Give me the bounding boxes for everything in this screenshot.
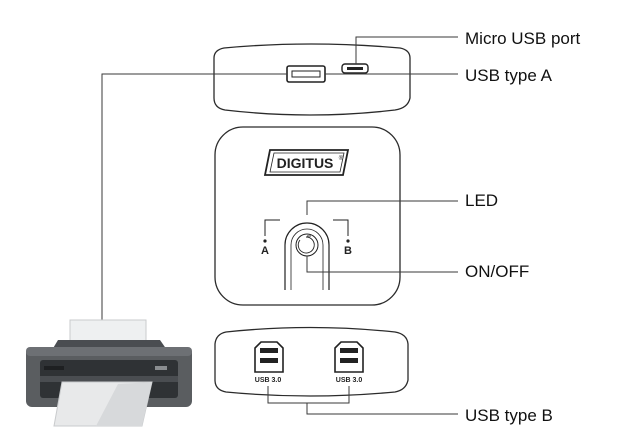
leader-on-off <box>306 256 458 273</box>
leader-usb-type-b <box>267 386 458 415</box>
usb-type-b-port-left: USB 3.0 <box>254 341 284 384</box>
port-b-label: B <box>344 245 352 257</box>
device-top-view <box>213 43 411 116</box>
leader-led <box>306 200 458 215</box>
leader-micro-usb <box>355 36 458 64</box>
printer-illustration <box>26 319 192 427</box>
port-b-indicator: B <box>333 219 352 257</box>
device-bottom-view: USB 3.0 USB 3.0 <box>214 326 409 397</box>
usb-left-version-label: USB 3.0 <box>255 377 282 384</box>
usb-type-b-port-right: USB 3.0 <box>334 341 364 384</box>
label-micro-usb-port: Micro USB port <box>465 29 581 48</box>
label-on-off: ON/OFF <box>465 262 530 281</box>
micro-usb-port <box>341 63 369 74</box>
leader-printer-cable <box>101 73 287 330</box>
device-front-view: DIGITUS ® A B <box>214 126 401 306</box>
port-a-indicator: A <box>261 219 280 257</box>
label-usb-type-b: USB type B <box>465 406 553 425</box>
port-a-label: A <box>261 245 269 257</box>
digitus-brand-text: DIGITUS <box>277 155 334 171</box>
usb-type-a-port-top <box>286 65 326 83</box>
label-usb-type-a: USB type A <box>465 66 552 85</box>
callout-lines <box>101 36 458 415</box>
usb-right-version-label: USB 3.0 <box>336 377 363 384</box>
label-led: LED <box>465 191 499 210</box>
digitus-registered-mark: ® <box>339 155 344 162</box>
digitus-logo: DIGITUS ® <box>263 149 350 176</box>
